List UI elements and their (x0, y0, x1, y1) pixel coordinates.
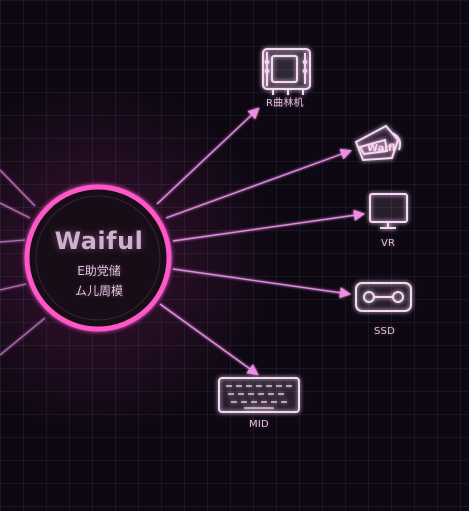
left-ray-1 (0, 169, 36, 207)
monitor-label: VR (381, 238, 396, 249)
center-node-title: Waiful (54, 227, 144, 255)
arrow-to-ssd (172, 268, 352, 299)
device-icon (262, 48, 311, 95)
left-ray-5 (0, 317, 46, 356)
left-ray-2 (0, 202, 31, 219)
vr-headset-icon: Waifl (354, 124, 402, 162)
outgoing-arrows (156, 107, 366, 376)
monitor-icon (369, 193, 408, 229)
keyboard-icon (218, 377, 300, 413)
center-node-ring (24, 184, 172, 332)
center-node-inner-ring (35, 195, 161, 321)
ssd-icon (355, 282, 412, 312)
vr-headset-text: Waifl (367, 143, 395, 154)
device-label: R曲林机 (266, 98, 304, 109)
ssd-label: SSD (374, 326, 395, 337)
center-node-subtitle-2: ム儿周模 (74, 284, 123, 298)
arrow-to-device (156, 107, 260, 205)
center-node-subtitle-1: E助党储 (77, 264, 121, 278)
arrow-to-monitor (172, 209, 366, 242)
left-incoming-rays (0, 169, 46, 356)
arrow-to-keyboard (159, 303, 259, 376)
left-ray-4 (0, 283, 27, 291)
arrow-to-vr-headset (165, 148, 352, 219)
center-node (24, 184, 172, 332)
keyboard-label: MID (249, 419, 269, 430)
left-ray-3 (0, 239, 26, 243)
